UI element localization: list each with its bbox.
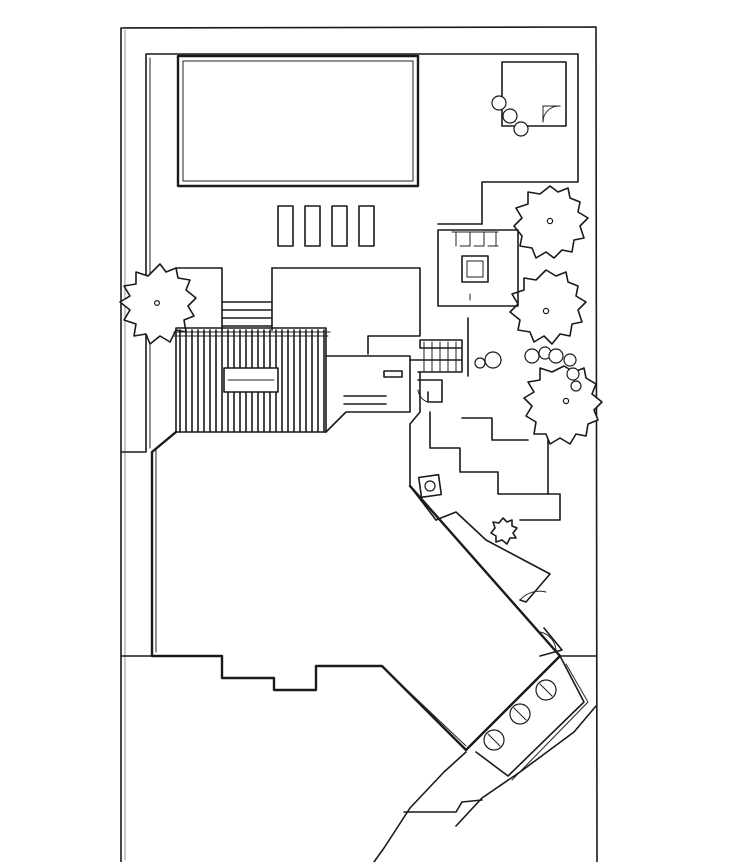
tree-east-north (513, 185, 589, 259)
planter-box (417, 473, 443, 499)
lounge-chairs (277, 205, 375, 247)
tree-west (119, 263, 197, 345)
pool-shed (501, 61, 567, 127)
side-utility (435, 511, 563, 657)
property-boundary (120, 26, 598, 862)
swimming-pool (176, 54, 420, 188)
tree-east-middle (509, 269, 587, 345)
bin-enclosure (475, 655, 589, 781)
front-driveway (373, 705, 597, 862)
timber-deck (173, 327, 331, 433)
outdoor-kitchen (437, 229, 519, 307)
pool-equipment-tanks (491, 95, 529, 137)
tree-east-south (523, 365, 603, 445)
pool-steps (175, 267, 421, 355)
entry-landing (325, 339, 463, 433)
shrubs (474, 346, 582, 545)
backyard-wall (121, 53, 579, 453)
